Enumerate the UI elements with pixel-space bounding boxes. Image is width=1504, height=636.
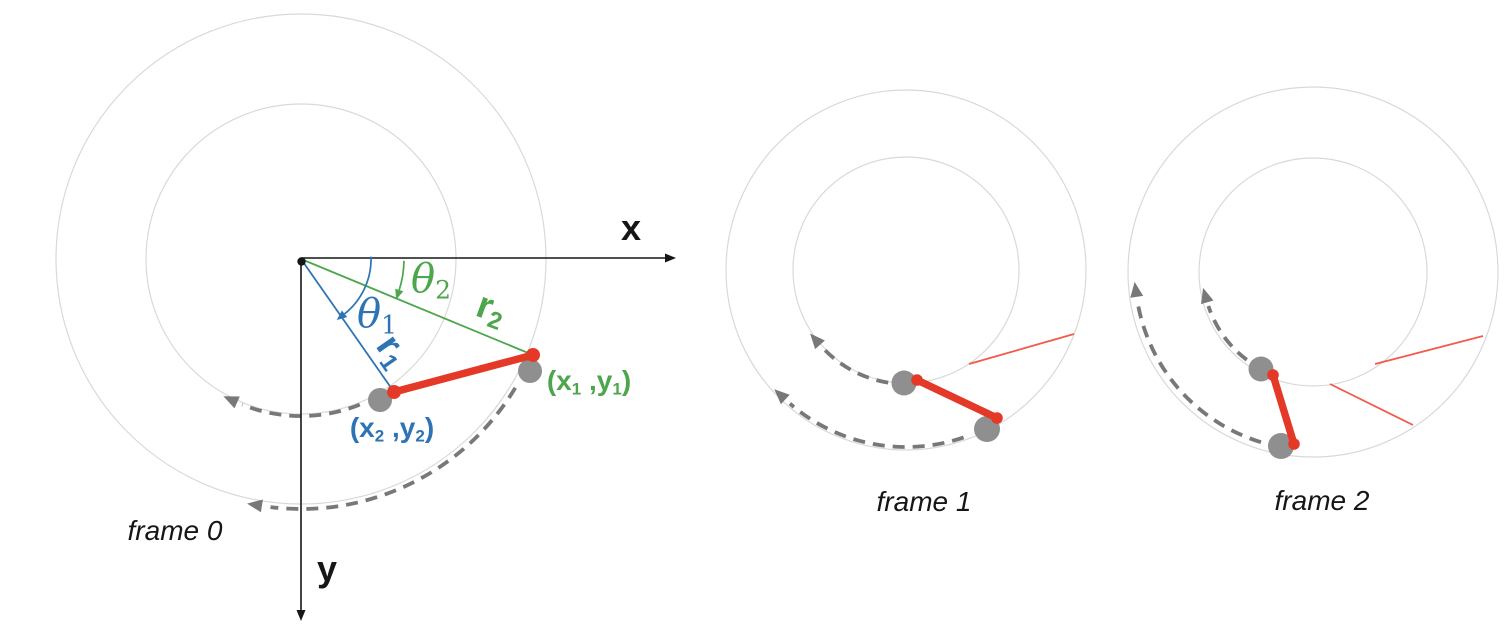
frame-1-rod-endpoint-1 bbox=[911, 374, 923, 386]
frame-1-outer-rotation-arc-arrowhead-icon bbox=[774, 389, 790, 405]
point1-label: (x1 ,y1) bbox=[547, 365, 631, 399]
theta1-label: θ1 bbox=[357, 291, 397, 339]
frame-2-inner-rotation-arc-arrowhead-icon bbox=[1201, 287, 1214, 305]
frame-2-outer-circle bbox=[1127, 86, 1499, 458]
frame-1-outer-rotation-arc bbox=[788, 402, 965, 449]
frame-1-panel: frame 1 bbox=[725, 89, 1087, 517]
frame-2-panel: frame 2 bbox=[1127, 86, 1499, 516]
y-axis-label: y bbox=[317, 548, 337, 589]
frame-2-pendulum-rod bbox=[1269, 373, 1298, 446]
frame-2-frame1-rod-trace bbox=[1329, 383, 1414, 426]
frame-1-pendulum-rod bbox=[915, 376, 999, 422]
frame-0-origin-dot bbox=[297, 257, 306, 266]
frame-0-caption: frame 0 bbox=[128, 515, 223, 546]
frame-0-theta1-angle-arc bbox=[344, 256, 372, 315]
frame-1-rod-endpoint-2 bbox=[991, 412, 1003, 424]
frame-0-outer-rotation-arc-arrowhead-icon bbox=[247, 499, 263, 513]
frame-1-previous-rod-trace bbox=[968, 333, 1075, 365]
frame-1-mass-2 bbox=[891, 370, 917, 396]
x-axis-label: x bbox=[621, 207, 641, 248]
frame-2-frame0-rod-trace bbox=[1374, 335, 1484, 365]
frame-2-rod-endpoint-2 bbox=[1288, 438, 1300, 450]
frame-1-caption: frame 1 bbox=[877, 486, 972, 517]
frame-0-outer-rotation-arc bbox=[270, 386, 517, 511]
frame-0-rod-endpoint-2 bbox=[387, 385, 401, 399]
frame-2-outer-rotation-arc-arrowhead-icon bbox=[1130, 281, 1144, 298]
theta2-label: θ2 bbox=[411, 256, 451, 304]
frame-0-theta1-angle-arc-arrowhead-icon bbox=[336, 310, 348, 320]
frame-0-x-axis-arrowhead-icon bbox=[665, 253, 676, 263]
frame-2-inner-rotation-arc bbox=[1206, 305, 1248, 362]
frame-0-inner-rotation-arc-arrowhead-icon bbox=[223, 396, 240, 409]
frame-0-theta2-angle-arc-arrowhead-icon bbox=[395, 288, 404, 300]
frame-2-caption: frame 2 bbox=[1275, 485, 1370, 516]
frame-2-outer-rotation-arc bbox=[1135, 302, 1262, 445]
frame-0-mass-1 bbox=[518, 359, 542, 383]
frame-1-outer-circle bbox=[725, 89, 1087, 451]
frame-0-r2-radius-line bbox=[300, 258, 534, 356]
frame-1-inner-rotation-arc bbox=[821, 346, 889, 385]
r2-label: r2 bbox=[470, 284, 512, 336]
frame-2-mass-1 bbox=[1268, 433, 1294, 459]
frame-0-mass-2 bbox=[368, 388, 392, 412]
frame-1-inner-circle bbox=[792, 156, 1020, 384]
frame-0-theta2-angle-arc bbox=[398, 260, 405, 291]
frame-0-rod-endpoint-1 bbox=[526, 348, 540, 362]
point2-label: (x2 ,y2) bbox=[350, 412, 434, 446]
frame-0-pendulum-rod bbox=[393, 351, 534, 396]
frame-1-inner-rotation-arc-arrowhead-icon bbox=[810, 333, 825, 350]
frame-2-inner-circle bbox=[1198, 157, 1428, 387]
frame-0-y-axis-arrowhead-icon bbox=[296, 610, 306, 621]
frame-2-rod-endpoint-1 bbox=[1267, 369, 1279, 381]
frame-0-r1-radius-line bbox=[300, 258, 395, 393]
